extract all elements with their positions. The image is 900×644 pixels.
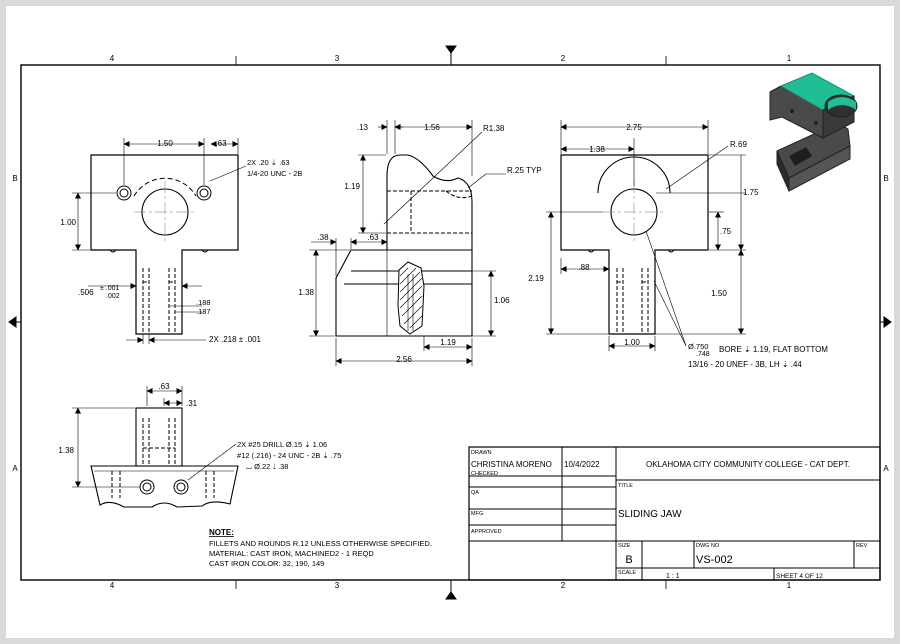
zone-label-top-4: 4 xyxy=(110,54,115,63)
rear-dim-150: 1.50 xyxy=(711,289,727,298)
zone-label-right-a: A xyxy=(883,464,889,473)
front-tol-lower: .002 xyxy=(106,293,120,300)
zone-label-left-b: B xyxy=(12,174,17,183)
notes-line-2: MATERIAL: CAST IRON, MACHINED2 - 1 REQD xyxy=(209,549,374,558)
zone-label-top-2: 2 xyxy=(561,54,566,63)
notes-line-1: FILLETS AND ROUNDS R.12 UNLESS OTHERWISE… xyxy=(209,539,432,548)
bottom-drill-2: #12 (.216) - 24 UNC - 2B ⇣ .75 xyxy=(237,451,341,460)
side-dim-119-top: 1.19 xyxy=(344,182,360,191)
side-dim-106: 1.06 xyxy=(494,296,510,305)
zone-label-bottom-2: 2 xyxy=(561,581,566,590)
rear-view: 2.75 1.38 R.69 1.75 .75 2.19 .88 1.50 1.… xyxy=(528,120,828,369)
bottom-dim-138: 1.38 xyxy=(58,446,74,455)
tb-size-label: SIZE xyxy=(618,543,631,549)
notes-line-3: CAST IRON COLOR: 32, 190, 149 xyxy=(209,559,324,568)
side-dim-r138: R1.38 xyxy=(483,124,505,133)
tb-dwg-label: DWG NO xyxy=(696,543,720,549)
general-notes: NOTE: FILLETS AND ROUNDS R.12 UNLESS OTH… xyxy=(209,528,432,568)
bottom-dim-31: .31 xyxy=(186,399,198,408)
rear-thread-note: 13/16 - 20 UNEF - 3B, LH ⇣ .44 xyxy=(688,360,802,369)
tb-title-label: TITLE xyxy=(618,483,633,489)
side-dim-63: .63 xyxy=(367,233,379,242)
tb-size: B xyxy=(625,554,632,566)
notes-heading: NOTE: xyxy=(209,528,234,537)
tb-mfg-label: MFG xyxy=(471,511,483,517)
tb-drawn-name: CHRISTINA MORENO xyxy=(471,460,552,469)
front-note-bottom: 2X .218 ± .001 xyxy=(209,335,262,344)
tb-scale: 1 : 1 xyxy=(666,573,680,580)
side-dim-256: 2.56 xyxy=(396,355,412,364)
rear-dim-88: .88 xyxy=(578,263,590,272)
rear-dim-138: 1.38 xyxy=(589,145,605,154)
drawing-border xyxy=(20,64,881,581)
side-dim-138: 1.38 xyxy=(298,288,314,297)
drawing-sheet: 4 3 2 1 4 3 2 1 B A B A xyxy=(6,6,894,638)
rear-dim-219: 2.19 xyxy=(528,274,544,283)
side-dim-r25: R.25 TYP xyxy=(507,166,542,175)
drawing-canvas: 4 3 2 1 4 3 2 1 B A B A xyxy=(8,45,892,600)
side-view: .13 1.56 R1.38 R.25 TYP 1.19 .38 .63 1.3… xyxy=(298,120,542,366)
zone-label-bottom-1: 1 xyxy=(787,581,792,590)
tb-drawn-label: DRAWN xyxy=(471,450,492,456)
front-dim-height: 1.00 xyxy=(60,218,76,227)
isometric-view xyxy=(769,72,858,192)
tb-title: SLIDING JAW xyxy=(618,509,682,520)
side-dim-38: .38 xyxy=(317,233,329,242)
tb-rev-label: REV xyxy=(856,543,868,549)
rear-dim-75: .75 xyxy=(720,227,732,236)
rear-dim-100: 1.00 xyxy=(624,338,640,347)
tb-drawn-date: 10/4/2022 xyxy=(564,460,600,469)
side-dim-156: 1.56 xyxy=(424,123,440,132)
front-dim-right: .63 xyxy=(215,139,227,148)
zone-label-top-3: 3 xyxy=(335,54,340,63)
tb-scale-label: SCALE xyxy=(618,570,636,576)
tb-qa-label: QA xyxy=(471,490,479,496)
tb-organization: OKLAHOMA CITY COMMUNITY COLLEGE - CAT DE… xyxy=(646,460,850,469)
bottom-drill-1: 2X #25 DRILL Ø.15 ⇣ 1.06 xyxy=(237,440,327,449)
zone-ticks xyxy=(12,56,889,589)
front-tol-upper: ± .001 xyxy=(100,285,120,292)
front-dim-188: .188 xyxy=(196,298,211,307)
front-note-holes-1: 2X .20 ⇣ .63 xyxy=(247,158,290,167)
tb-checked-label: CHECKED xyxy=(471,471,498,477)
centering-marks xyxy=(8,45,892,600)
rear-bore-dia-2: .748 xyxy=(696,351,710,358)
front-dim-width: 1.50 xyxy=(157,139,173,148)
zone-label-left-a: A xyxy=(12,464,18,473)
front-dim-slot: .506 xyxy=(78,288,94,297)
front-view: 1.50 .63 1.00 .506 ± .001 .002 .188 .187… xyxy=(60,138,302,344)
zone-label-bottom-3: 3 xyxy=(335,581,340,590)
bottom-drill-3: ⌴ Ø.22 ⇣ .38 xyxy=(246,462,288,471)
side-dim-119-bottom: 1.19 xyxy=(440,338,456,347)
rear-dim-r69: R.69 xyxy=(730,140,747,149)
zone-label-top-1: 1 xyxy=(787,54,792,63)
side-dim-13: .13 xyxy=(357,123,369,132)
front-note-holes-2: 1/4-20 UNC - 2B xyxy=(247,169,302,178)
rear-dim-175: 1.75 xyxy=(743,188,759,197)
rear-dim-275: 2.75 xyxy=(626,123,642,132)
rear-bore-dia: Ø.750 xyxy=(688,342,708,351)
tb-sheet: SHEET 4 OF 12 xyxy=(776,573,823,580)
tb-approved-label: APPROVED xyxy=(471,529,502,535)
zone-label-bottom-4: 4 xyxy=(110,581,115,590)
tb-dwg-no: VS-002 xyxy=(696,554,733,566)
front-dim-187: .187 xyxy=(196,307,211,316)
title-block xyxy=(468,446,881,581)
bottom-dim-63: .63 xyxy=(158,382,170,391)
rear-bore-note: BORE ⇣ 1.19, FLAT BOTTOM xyxy=(719,345,828,354)
zone-label-right-b: B xyxy=(883,174,888,183)
title-block-text: DRAWN CHRISTINA MORENO 10/4/2022 CHECKED… xyxy=(471,450,868,580)
bottom-view: .63 .31 1.38 2X #25 DRILL Ø.15 ⇣ 1.06 #1… xyxy=(58,382,341,508)
